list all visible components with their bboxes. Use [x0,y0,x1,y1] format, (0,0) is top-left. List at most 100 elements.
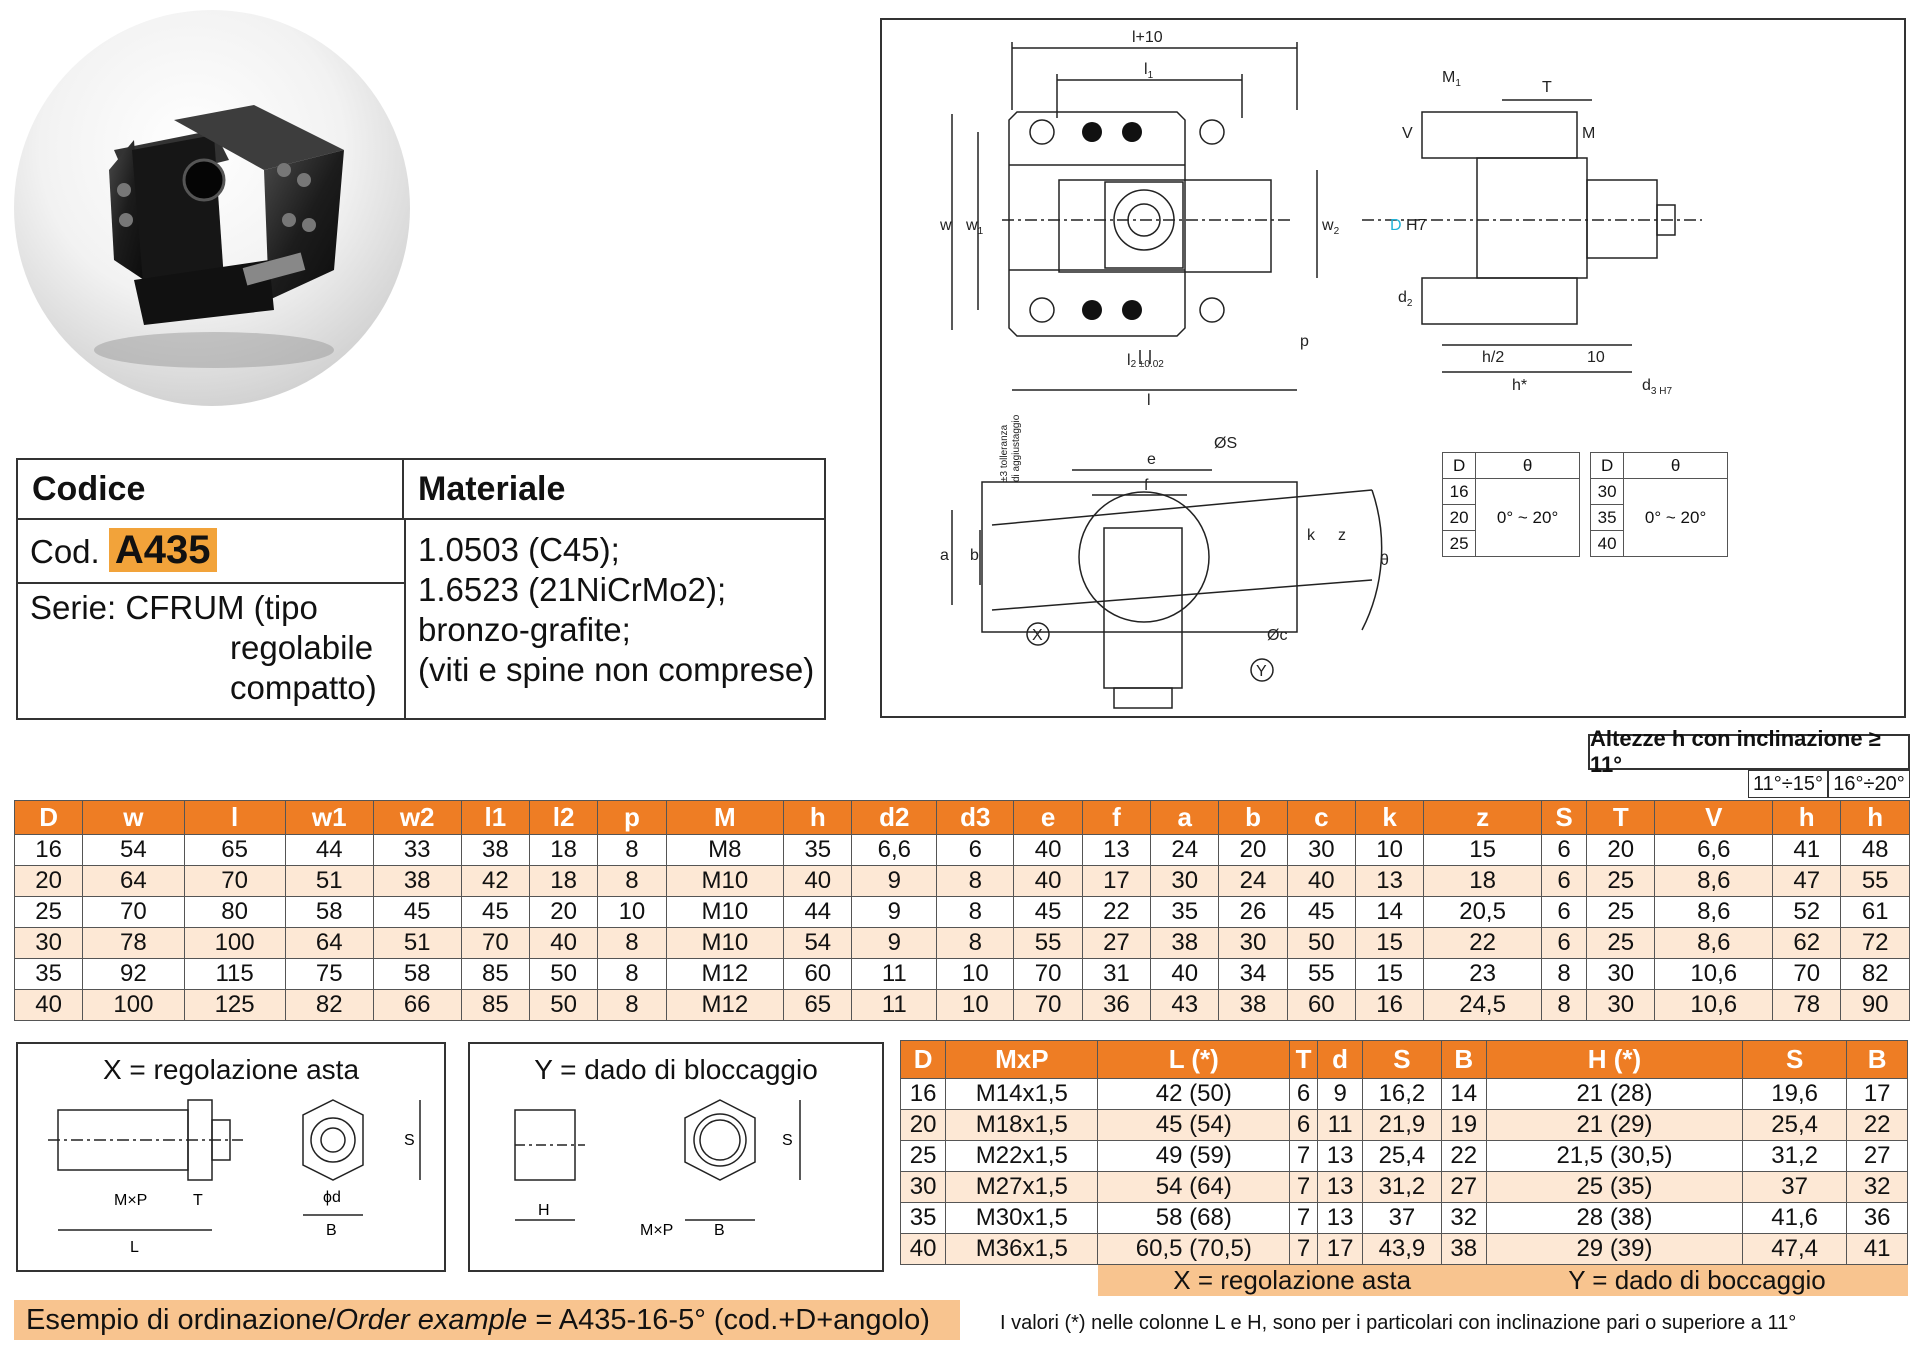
heights-sub-1: 11°÷15° [1748,770,1828,798]
dimension-cell: 44 [783,896,853,928]
nut-cell: 49 (59) [1097,1140,1291,1172]
dimension-cell: 9 [851,896,938,928]
label-OS: ØS [1214,435,1237,452]
series-line-3: compatto) [230,669,377,706]
order-italic: Order example [335,1303,528,1336]
dimension-cell: 24 [1218,865,1288,897]
nut-footer-row: X = regolazione asta Y = dado di boccagg… [900,1264,1908,1296]
dimension-cell: 72 [1840,927,1910,959]
x-L: L [130,1239,139,1256]
dimension-cell: 22 [1081,896,1152,928]
dimension-cell: 47 [1772,865,1842,897]
code-line: Cod. A435 [30,528,217,572]
label-l: l [1147,392,1151,409]
dimension-cell: 41 [1772,834,1842,866]
nut-cell: 37 [1741,1171,1848,1203]
nut-cell: 31,2 [1362,1171,1442,1203]
nut-cell: 32 [1440,1202,1487,1234]
label-d2: d2 [1398,289,1413,309]
dimension-cell: 51 [372,927,462,959]
dimension-cell: M10 [665,865,785,897]
label-V: V [1402,125,1413,142]
nut-cell: 45 (54) [1097,1109,1291,1141]
label-T: T [1542,79,1552,96]
nut-cell: 54 (64) [1097,1171,1291,1203]
dimension-cell: 18 [528,834,599,866]
nut-cell: 60,5 (70,5) [1097,1233,1291,1265]
dimension-cell: 58 [284,896,374,928]
label-l2: l2 ±0.02 [1127,352,1164,370]
label-Oc: Øc [1267,627,1287,644]
y-box-drawing: H M×P B S [514,1099,801,1239]
dimension-cell: 44 [284,834,374,866]
dimension-cell: 30 [1218,927,1288,959]
label-M1: M1 [1442,69,1461,89]
product-photo [14,10,410,406]
dimension-cell: 55 [1840,865,1910,897]
nut-cell: 13 [1316,1171,1364,1203]
dimension-cell: 16 [13,834,84,866]
nut-cell: 17 [1846,1078,1908,1110]
nut-cell: 22 [1846,1109,1908,1141]
label-l10: l+10 [1132,29,1163,46]
dimension-cell: 70 [1772,958,1842,990]
dimension-cell: 54 [82,834,185,866]
nut-cell: M36x1,5 [945,1233,1099,1265]
label-w1: w1 [965,217,984,237]
label-w2: w2 [1321,217,1340,237]
dimension-cell: 45 [372,896,462,928]
dimension-cell: 38 [1218,989,1288,1021]
x-B: B [326,1222,337,1239]
dimension-cell: 45 [1013,896,1083,928]
dimension-cell: 17 [1081,865,1152,897]
dimension-cell: 60 [783,958,853,990]
dimension-cell: 6 [1540,927,1588,959]
dimension-cell: 35 [1150,896,1220,928]
dimension-cell: 78 [1772,989,1842,1021]
label-M: M [1582,125,1595,142]
y-nut-box: Y = dado di bloccaggio H M×P B S [468,1042,884,1272]
material-header: Materiale [404,460,824,520]
dimension-cell: 45 [460,896,530,928]
dimension-cell: 50 [1286,927,1356,959]
dimension-cell: 90 [1840,989,1910,1021]
dimension-cell: 40 [13,989,84,1021]
nut-cell: 30 [899,1171,947,1203]
material-line-2: 1.6523 (21NiCrMo2); [418,571,727,608]
dimension-cell: 92 [82,958,185,990]
clamp-render [94,105,344,368]
dimension-cell: 9 [851,865,938,897]
dimension-cell: 23 [1423,958,1542,990]
label-p: p [1300,333,1309,350]
nut-cell: 27 [1846,1140,1908,1172]
label-tol1: ±3 tolleranza [999,424,1010,482]
dimension-cell: 6 [1540,865,1588,897]
label-h2: h/2 [1482,349,1504,366]
dimension-cell: 8 [597,834,667,866]
dimension-cell: 11 [851,989,938,1021]
material-line-1: 1.0503 (C45); [418,531,620,568]
material-text: 1.0503 (C45); 1.6523 (21NiCrMo2); bronzo… [418,530,814,690]
y-MxP: M×P [640,1222,673,1239]
series-line-1: Serie: CFRUM (tipo [30,589,318,626]
nut-cell: 25,4 [1362,1140,1442,1172]
dimension-cell: 20 [1218,834,1288,866]
dimension-cell: 55 [1013,927,1083,959]
nut-cell: 27 [1440,1171,1487,1203]
dimension-cell: 8 [1540,958,1588,990]
dimension-cell: 50 [528,958,599,990]
material-line-4: (viti e spine non comprese) [418,651,815,688]
dimension-cell: 40 [1013,834,1083,866]
dimension-cell: 85 [460,989,530,1021]
nut-cell: 7 [1289,1202,1318,1234]
label-theta: θ [1380,552,1389,569]
dimension-cell: 18 [528,865,599,897]
nut-cell: 19,6 [1741,1078,1848,1110]
nut-cell: 58 (68) [1097,1202,1291,1234]
